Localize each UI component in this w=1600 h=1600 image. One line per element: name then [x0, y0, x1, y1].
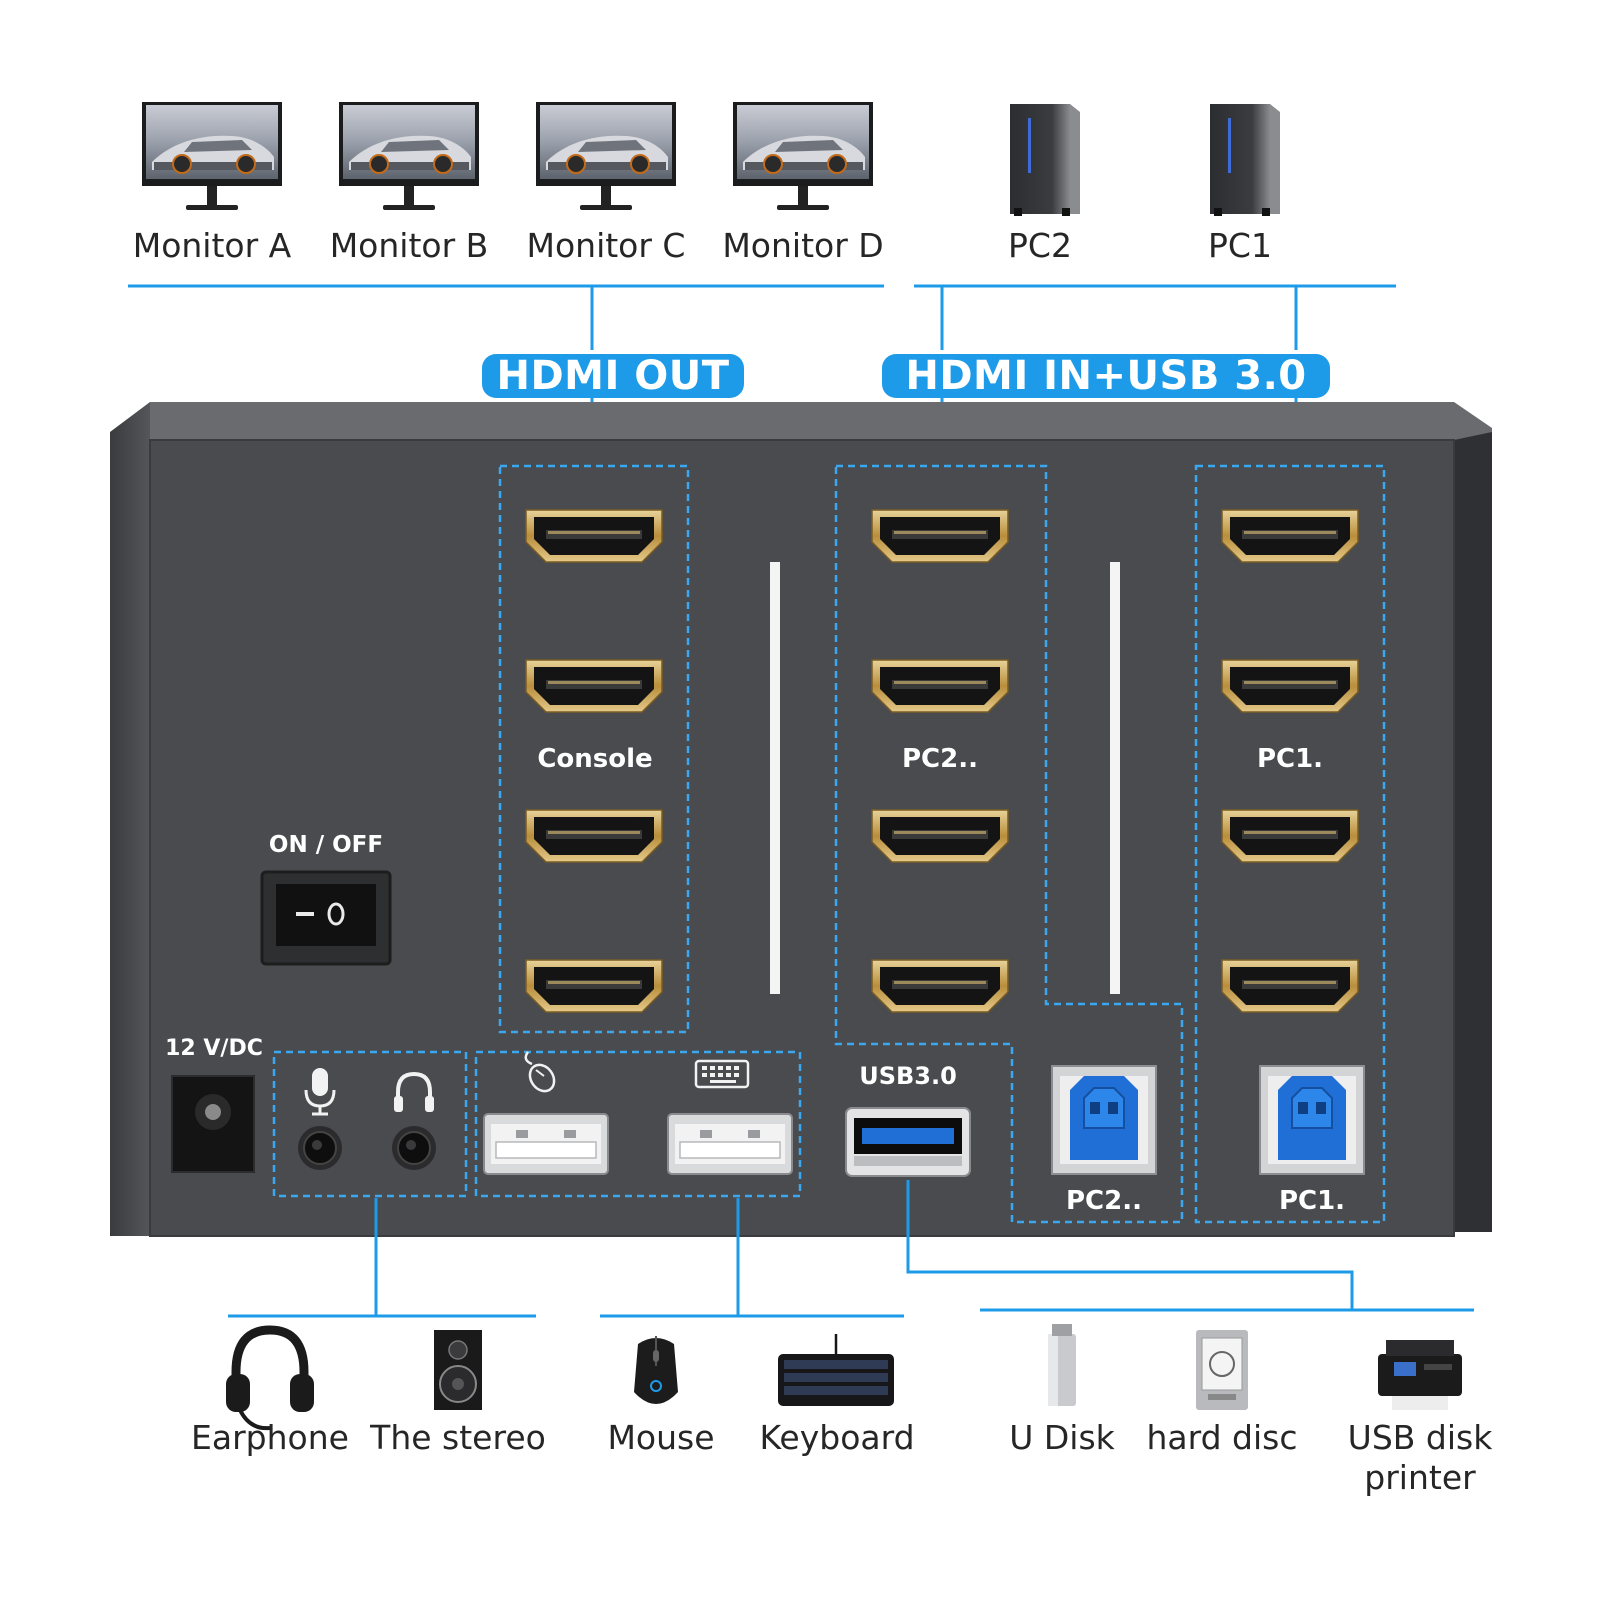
- hdmi-in-usb-badge: HDMI IN+USB 3.0: [882, 354, 1330, 398]
- pc1-label: PC1: [1208, 226, 1272, 265]
- usb-drive-icon: [1048, 1324, 1076, 1406]
- earphone-label: Earphone: [191, 1418, 349, 1457]
- pc2-usb-b-port: [1051, 1065, 1157, 1175]
- mic-jack: [297, 1125, 343, 1171]
- usb-a-port: [483, 1113, 609, 1175]
- pc1-usb-b-port: [1259, 1065, 1365, 1175]
- hdmi-port: [1221, 659, 1359, 713]
- mouse-icon: [634, 1336, 678, 1404]
- monitor-b: [338, 101, 480, 211]
- hdmi-port: [525, 959, 663, 1013]
- hdmi-port: [1221, 509, 1359, 563]
- monitor-c: [535, 101, 677, 211]
- monitor-c-label: Monitor C: [526, 226, 686, 265]
- headphone-icon: [394, 1071, 434, 1112]
- monitor-icon: [535, 101, 677, 211]
- pc1-device: [1210, 104, 1280, 216]
- pc-tower-icon: [1210, 104, 1280, 216]
- monitor-icon: [338, 101, 480, 211]
- pc2-device: [1010, 104, 1080, 216]
- power-off-mark: [296, 912, 314, 916]
- speaker-icon: [434, 1330, 482, 1410]
- port-group-outlines: [272, 464, 1386, 1224]
- hdmi-port: [525, 509, 663, 563]
- usb-disk-printer-label-line1: USB disk: [1347, 1418, 1493, 1457]
- hard-disk-icon: [1196, 1330, 1248, 1410]
- audio-ports: [297, 1068, 437, 1171]
- connector-lines-bottom: [228, 1180, 1474, 1318]
- dc-label: 12 V/DC: [165, 1036, 263, 1061]
- hdmi-out-badge: HDMI OUT: [482, 354, 744, 398]
- mouse-icon: [524, 1051, 556, 1093]
- monitor-icon: [141, 101, 283, 211]
- hdmi-port: [871, 659, 1009, 713]
- hdmi-port: [871, 509, 1009, 563]
- usb-a-hid-ports: [483, 1051, 793, 1175]
- headset-icon: [226, 1325, 314, 1431]
- monitor-d: [732, 101, 874, 211]
- stereo-label: The stereo: [370, 1418, 546, 1457]
- monitor-d-label: Monitor D: [722, 226, 884, 265]
- pc2-usb-label: PC2..: [1066, 1186, 1142, 1216]
- usb-a-port: [667, 1113, 793, 1175]
- hdmi-port: [871, 959, 1009, 1013]
- dc-power-jack: [171, 1075, 255, 1173]
- monitor-a-label: Monitor A: [132, 226, 292, 265]
- power-on-mark: [327, 902, 345, 926]
- keyboard-label: Keyboard: [759, 1418, 915, 1457]
- keyboard-icon: [778, 1334, 894, 1406]
- monitor-icon: [732, 101, 874, 211]
- pc2-hdmi-label: PC2..: [902, 744, 978, 774]
- keyboard-icon: [694, 1059, 750, 1089]
- headphone-jack: [391, 1125, 437, 1171]
- power-switch: [260, 870, 392, 966]
- hdmi-port: [525, 659, 663, 713]
- pc1-hdmi-label: PC1.: [1256, 744, 1324, 774]
- pc-tower-icon: [1010, 104, 1080, 216]
- connector-lines-top: [128, 284, 1396, 466]
- light-slot: [1110, 562, 1120, 994]
- usb3-port: [845, 1107, 971, 1177]
- monitor-a: [141, 101, 283, 211]
- printer-icon: [1378, 1340, 1462, 1410]
- hdmi-port: [1221, 959, 1359, 1013]
- console-label: Console: [537, 744, 653, 774]
- monitor-b-label: Monitor B: [329, 226, 489, 265]
- light-slot: [770, 562, 780, 994]
- u-disk-label: U Disk: [1009, 1418, 1115, 1457]
- pc1-usb-label: PC1.: [1278, 1186, 1346, 1216]
- usb3-label: USB3.0: [859, 1062, 957, 1090]
- hdmi-port: [871, 809, 1009, 863]
- microphone-icon: [304, 1068, 336, 1116]
- power-switch-label: ON / OFF: [268, 832, 384, 858]
- hdmi-port: [1221, 809, 1359, 863]
- pc2-label: PC2: [1008, 226, 1072, 265]
- usb-disk-printer-label-line2: printer: [1364, 1458, 1476, 1497]
- mouse-label: Mouse: [607, 1418, 715, 1457]
- hdmi-port: [525, 809, 663, 863]
- hard-disc-label: hard disc: [1146, 1418, 1298, 1457]
